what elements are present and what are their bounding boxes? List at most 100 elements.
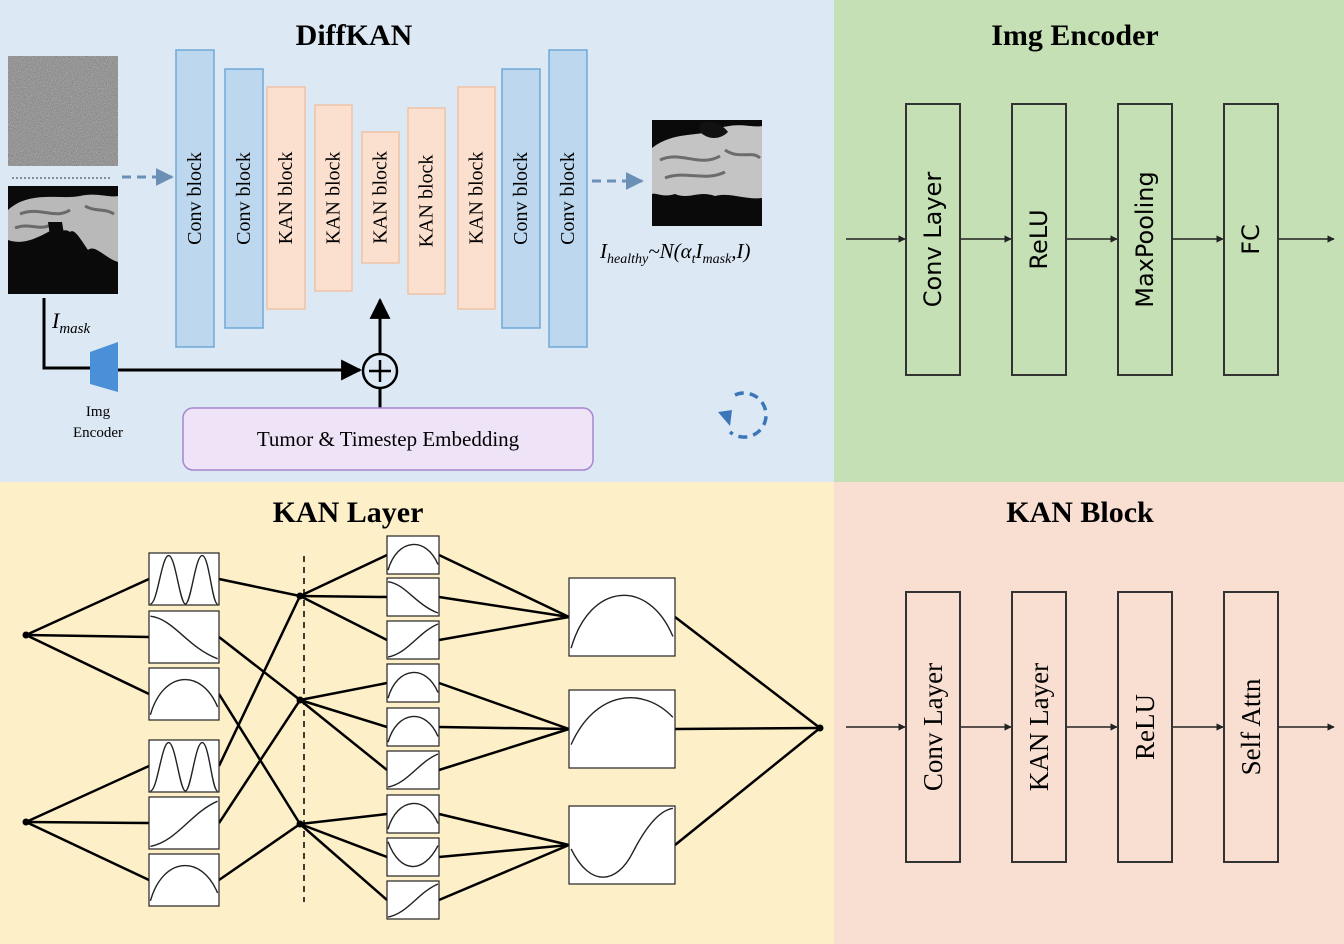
img-encoder-icon	[90, 342, 118, 392]
output-edge	[674, 727, 821, 846]
kan-block-4: KAN block	[361, 131, 400, 264]
encoder-label-2: Encoder	[73, 425, 123, 441]
diffkan-title: DiffKAN	[296, 19, 413, 52]
activation-box-a4	[148, 796, 220, 850]
agg-edge	[438, 553, 570, 619]
kanblock-layer-0: Conv Layer	[905, 591, 961, 863]
img-encoder-title: Img Encoder	[991, 19, 1159, 52]
activation-box-c0	[568, 577, 676, 657]
kan-layer-title: KAN Layer	[273, 496, 424, 529]
output-formula: Ihealthy~N(αtImask,I)	[599, 239, 751, 267]
activation-box-a5	[148, 853, 220, 907]
output-edge	[674, 616, 821, 729]
input-edge	[25, 633, 150, 696]
activation-box-b0	[386, 535, 440, 575]
kan-block-title: KAN Block	[1006, 496, 1154, 529]
kanblock-layer-3: Self Attn	[1223, 591, 1279, 863]
cycle-icon	[718, 391, 768, 439]
block-label: Conv block	[557, 152, 579, 245]
mask-label: Imask	[51, 308, 90, 337]
activation-box-c2	[568, 805, 676, 885]
kan-block-chain: Conv Layer KAN Layer ReLU Self Attn	[846, 591, 1335, 863]
mid-edge	[299, 681, 388, 702]
node-5	[816, 724, 824, 732]
kan-block-2: KAN block	[266, 86, 306, 310]
activation-box-b6	[386, 794, 440, 834]
mid-edge	[299, 594, 388, 599]
input-edge	[25, 633, 150, 639]
encoder-layer-label: FC	[1237, 224, 1265, 255]
encoder-layer-0: Conv Layer	[905, 103, 961, 376]
block-label: Conv block	[510, 152, 532, 245]
mid-edge	[299, 823, 388, 901]
kanblock-layer-label: Conv Layer	[918, 663, 948, 791]
agg-edge	[438, 615, 570, 642]
activation-box-a0	[148, 552, 220, 606]
mid-edge	[299, 812, 388, 826]
activation-box-a3	[148, 739, 220, 793]
crossing-edge	[218, 822, 301, 882]
kanblock-layer-label: ReLU	[1130, 694, 1160, 760]
unet-blocks: Conv block Conv block KAN block KAN block KA…	[175, 49, 588, 348]
kan-block-3: KAN block	[314, 104, 353, 292]
node-2	[296, 592, 304, 600]
crossing-edge	[217, 595, 302, 767]
input-edge	[25, 764, 150, 824]
embedding-box	[182, 407, 594, 471]
agg-edge	[438, 595, 570, 619]
input-edge	[25, 820, 150, 882]
kanblock-layer-label: Self Attn	[1236, 678, 1266, 775]
encoder-label-1: Img	[86, 404, 111, 420]
node-1	[22, 818, 30, 826]
activation-box-a1	[148, 610, 220, 664]
conv-block-0: Conv block	[175, 49, 215, 348]
embedding-label: Tumor & Timestep Embedding	[257, 427, 520, 451]
encoder-layer-3: FC	[1223, 103, 1279, 376]
activation-box-a2	[148, 667, 220, 721]
agg-edge	[438, 727, 570, 772]
kan-block-panel	[834, 482, 1344, 944]
kanblock-layer-1: KAN Layer	[1011, 591, 1067, 863]
encoder-layer-1: ReLU	[1011, 103, 1067, 376]
noise-image	[8, 56, 118, 166]
mask-to-encoder-line	[42, 298, 90, 370]
block-label: KAN block	[466, 152, 488, 245]
block-label: KAN block	[275, 152, 297, 245]
crossing-edge	[217, 699, 302, 824]
healthy-image	[652, 120, 762, 226]
mid-edge	[299, 594, 388, 642]
output-edge	[674, 726, 821, 731]
kan-layer-network	[22, 535, 824, 920]
activation-box-b4	[386, 707, 440, 747]
block-label: KAN block	[323, 152, 345, 245]
kan-block-6: KAN block	[457, 86, 496, 310]
block-label: KAN block	[416, 155, 438, 248]
activation-box-b5	[386, 750, 440, 790]
agg-edge	[438, 843, 570, 902]
mask-image	[8, 186, 118, 294]
crossing-edge	[218, 636, 301, 701]
conv-block-1: Conv block	[224, 68, 264, 329]
node-0	[22, 631, 30, 639]
activation-box-b2	[386, 620, 440, 660]
input-edge	[25, 577, 150, 637]
activation-box-b7	[386, 837, 440, 877]
kanblock-layer-label: KAN Layer	[1024, 663, 1054, 791]
encoder-layer-label: MaxPooling	[1131, 171, 1159, 307]
agg-edge	[438, 681, 570, 731]
conv-block-7: Conv block	[501, 68, 541, 329]
conv-block-8: Conv block	[548, 49, 588, 348]
encoder-layer-2: MaxPooling	[1117, 103, 1173, 376]
block-label: KAN block	[370, 151, 392, 244]
agg-edge	[438, 725, 570, 731]
mid-edge	[299, 553, 388, 598]
crossing-edge	[218, 577, 301, 598]
agg-edge	[438, 812, 570, 847]
agg-edge	[438, 843, 570, 859]
crossing-edge	[217, 693, 302, 825]
node-3	[296, 696, 304, 704]
block-label: Conv block	[184, 152, 206, 245]
img-encoder-panel	[834, 0, 1344, 482]
